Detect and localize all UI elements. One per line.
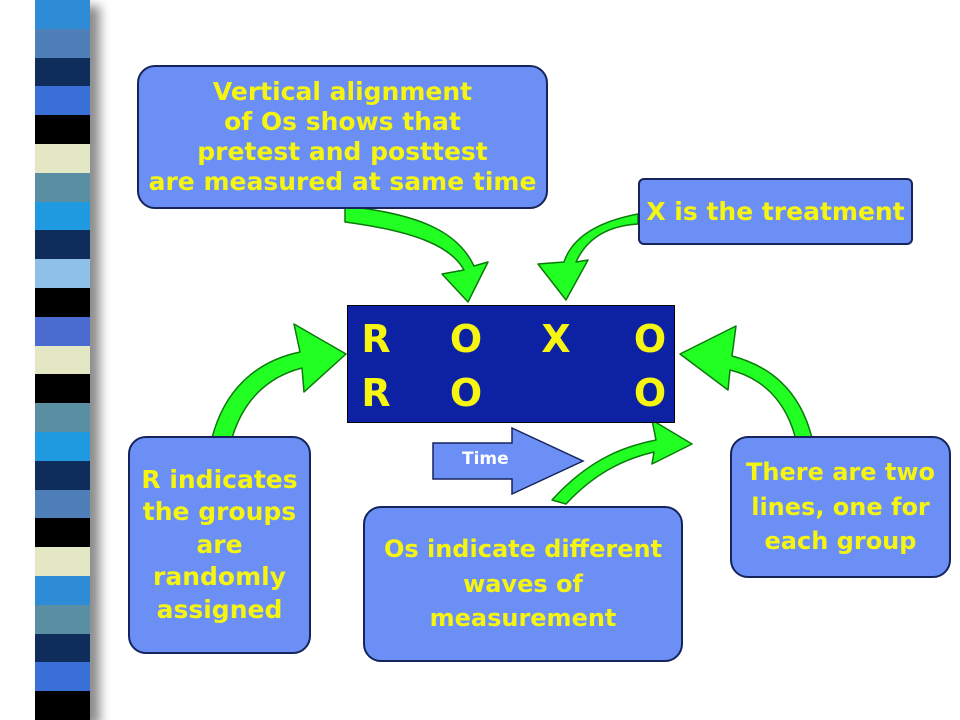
callout-line: measurement xyxy=(429,604,617,633)
stripe xyxy=(35,345,90,375)
stripe xyxy=(35,259,90,289)
stripe xyxy=(35,0,90,30)
stripe xyxy=(35,691,90,720)
stripe xyxy=(35,403,90,433)
callout-line: Os indicate different xyxy=(383,534,663,563)
stripe xyxy=(35,432,90,462)
stripe xyxy=(35,172,90,203)
curved-arrow-icon xyxy=(537,213,639,301)
callout-line: lines, one for xyxy=(751,492,930,521)
callout-line: R indicates xyxy=(141,464,298,494)
callout-line: the groups xyxy=(142,497,297,527)
stripe xyxy=(35,230,90,260)
design-notation-panel: R O X O R O O xyxy=(347,305,675,423)
callout-two-lines: There are two lines, one for each group xyxy=(730,436,951,578)
stripe xyxy=(35,86,90,116)
callout-line: are xyxy=(196,529,243,559)
stripe xyxy=(35,115,90,145)
callout-text: R indicates the groups are randomly assi… xyxy=(141,464,297,627)
curved-arrow-icon xyxy=(679,325,813,441)
callout-line: X is the treatment xyxy=(646,196,905,226)
callout-line: are measured at same time xyxy=(148,167,537,196)
design-symbol-o: O xyxy=(633,371,667,415)
callout-text: X is the treatment xyxy=(646,197,904,227)
stripe xyxy=(35,518,90,548)
stripe xyxy=(35,57,90,87)
callout-line: each group xyxy=(764,527,917,556)
callout-line: pretest and posttest xyxy=(197,137,488,166)
callout-vertical-alignment: Vertical alignment of Os shows that pret… xyxy=(137,65,548,209)
design-symbol-o: O xyxy=(449,371,483,415)
stripe xyxy=(35,489,90,519)
callout-line: Vertical alignment xyxy=(212,77,473,106)
stripe xyxy=(35,144,90,174)
callout-random-assignment: R indicates the groups are randomly assi… xyxy=(128,436,311,654)
callout-line: randomly xyxy=(153,562,286,592)
callout-text: There are two lines, one for each group xyxy=(746,455,935,559)
design-symbol-o: O xyxy=(633,317,667,361)
stripe xyxy=(35,547,90,577)
callout-text: Os indicate different waves of measureme… xyxy=(384,532,662,636)
design-symbol-x: X xyxy=(541,317,571,361)
callout-text: Vertical alignment of Os shows that pret… xyxy=(149,77,537,197)
design-symbol-r: R xyxy=(361,317,391,361)
stripe xyxy=(35,662,90,692)
stripe xyxy=(35,288,90,318)
stripe xyxy=(35,633,90,663)
callout-line: There are two xyxy=(746,457,935,486)
curved-arrow-icon xyxy=(551,419,693,505)
design-symbol-o: O xyxy=(449,317,483,361)
callout-line: of Os shows that xyxy=(224,107,461,136)
curved-arrow-icon xyxy=(211,323,347,439)
stripe xyxy=(35,460,90,491)
stripe xyxy=(35,604,90,635)
arrow-right-icon xyxy=(432,426,585,496)
curved-arrow-icon xyxy=(344,205,489,303)
stripe xyxy=(35,201,90,231)
design-symbol-r: R xyxy=(361,371,391,415)
callout-waves-of-measurement: Os indicate different waves of measureme… xyxy=(363,506,683,662)
stripe xyxy=(35,576,90,606)
stripe xyxy=(35,316,90,347)
stripe xyxy=(35,28,90,59)
decorative-stripe-bar xyxy=(35,0,90,720)
time-label: Time xyxy=(462,449,509,469)
callout-treatment: X is the treatment xyxy=(638,178,913,245)
callout-line: assigned xyxy=(156,594,283,624)
stripe xyxy=(35,374,90,404)
callout-line: waves of xyxy=(463,569,583,598)
